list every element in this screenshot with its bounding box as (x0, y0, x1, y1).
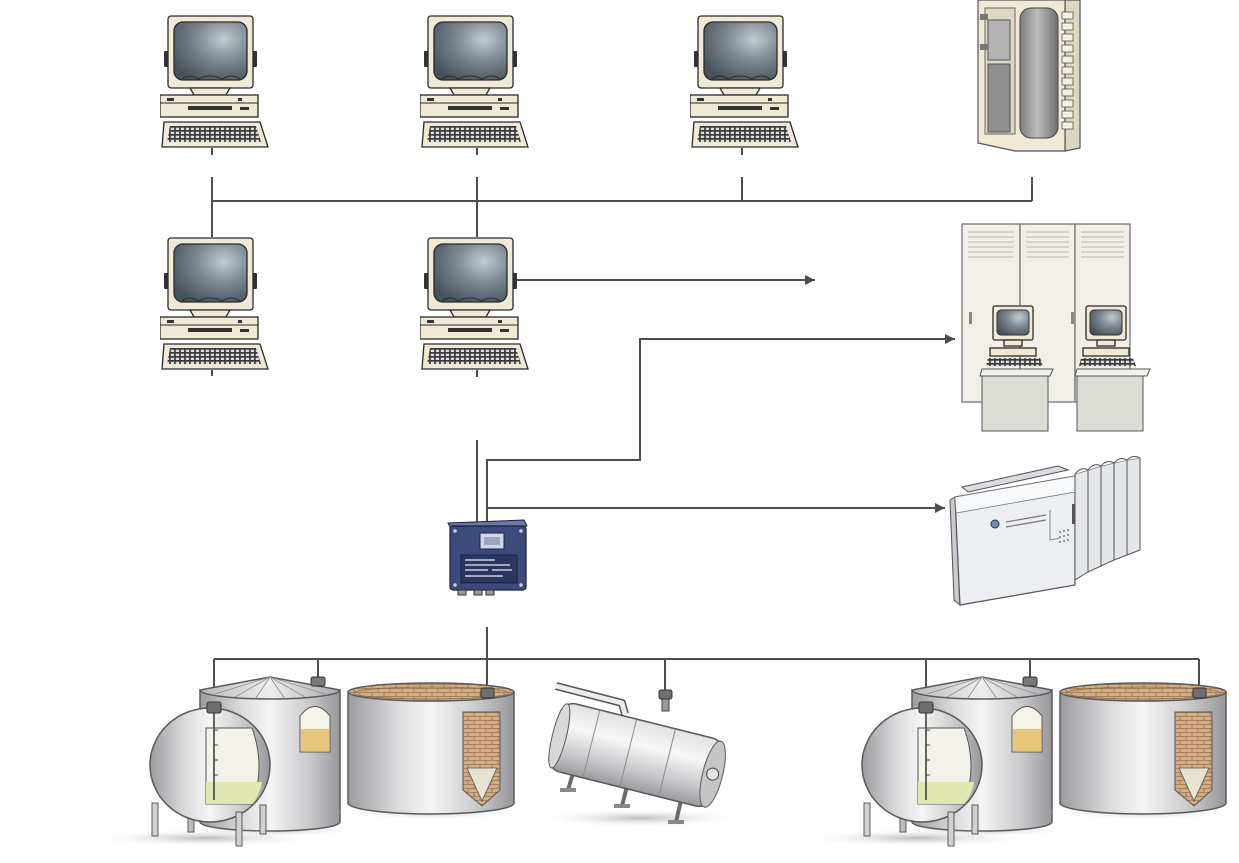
desktop-computer-icon (160, 237, 269, 370)
horizontal-cylinder-tank-icon (535, 682, 745, 828)
field-bus (213, 627, 1200, 702)
transmitter-icon (447, 519, 528, 596)
signal-line (486, 334, 955, 524)
desktop-computer-icon (420, 237, 529, 370)
server-tower-icon (977, 0, 1081, 152)
control-cabinet-icon (961, 223, 1151, 432)
desktop-computer-icon (420, 15, 529, 148)
open-tank-icon (331, 682, 529, 821)
desktop-computer-icon (160, 15, 269, 148)
network-lines (211, 148, 1033, 524)
desktop-computer-icon (690, 15, 799, 148)
open-tank-icon (1043, 682, 1239, 821)
plc-controller-icon (949, 455, 1141, 607)
